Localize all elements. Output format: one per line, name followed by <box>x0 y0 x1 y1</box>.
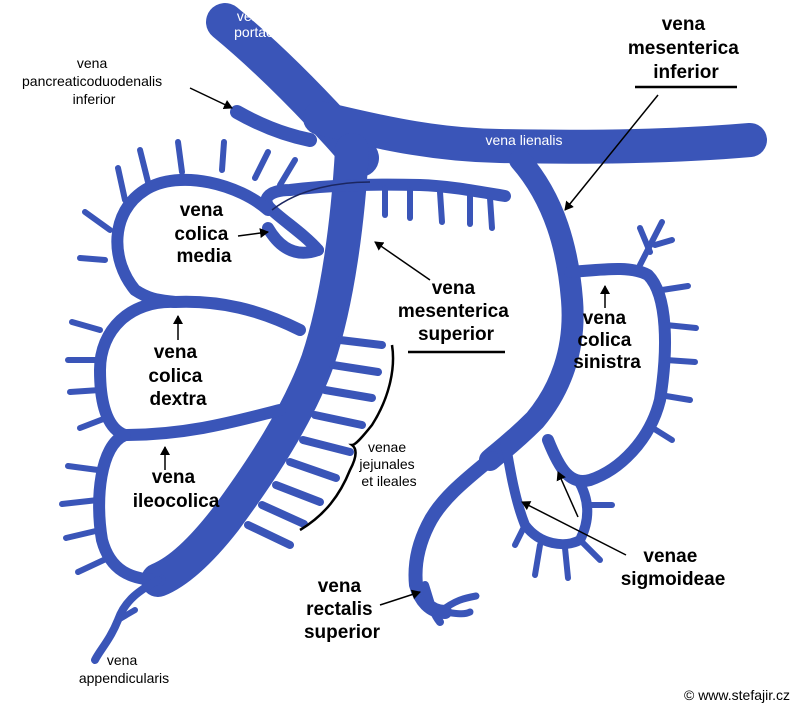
vein-system <box>59 3 767 664</box>
pointer-arrows <box>160 87 659 606</box>
sigmoideae-vessels <box>500 435 593 550</box>
label-colica-media: vena colica media <box>174 200 233 267</box>
label-rectalis-superior: vena rectalis superior <box>304 576 381 643</box>
mesenterica-inferior-vessel <box>479 149 584 471</box>
label-venae-sigmoideae: venae sigmoideae <box>621 546 726 590</box>
jejunal-bracket <box>299 344 395 532</box>
mesenterica-superior-vessel <box>141 133 369 597</box>
label-ileocolica: vena ileocolica <box>133 467 220 512</box>
vena-lienalis-vessel <box>303 101 767 164</box>
label-colica-dextra: vena colica dextra <box>148 342 207 410</box>
colica-media-loop <box>260 178 511 256</box>
copyright-notice: © www.stefajir.cz <box>684 687 790 703</box>
label-vena-portae: vena portae <box>234 8 274 40</box>
colica-media-arcade <box>111 173 274 308</box>
label-vena-lienalis: vena lienalis <box>485 132 562 148</box>
ileocolica-arcade <box>93 429 166 586</box>
rectalis-superior-vessel <box>408 451 499 619</box>
label-appendicularis: vena appendicularis <box>79 652 169 686</box>
label-colica-sinistra: vena colica sinistra <box>573 308 641 373</box>
label-mesenterica-superior: vena mesenterica superior <box>398 278 514 345</box>
jejunal-ileal-branches <box>244 336 386 549</box>
label-venae-jejunales: venae jejunales et ileales <box>358 439 418 489</box>
label-pancreaticoduodenalis: vena pancreaticoduodenalis inferior <box>22 55 166 107</box>
pancreaticoduodenalis-vessel <box>230 105 317 147</box>
label-mesenterica-inferior: vena mesenterica inferior <box>628 14 744 83</box>
